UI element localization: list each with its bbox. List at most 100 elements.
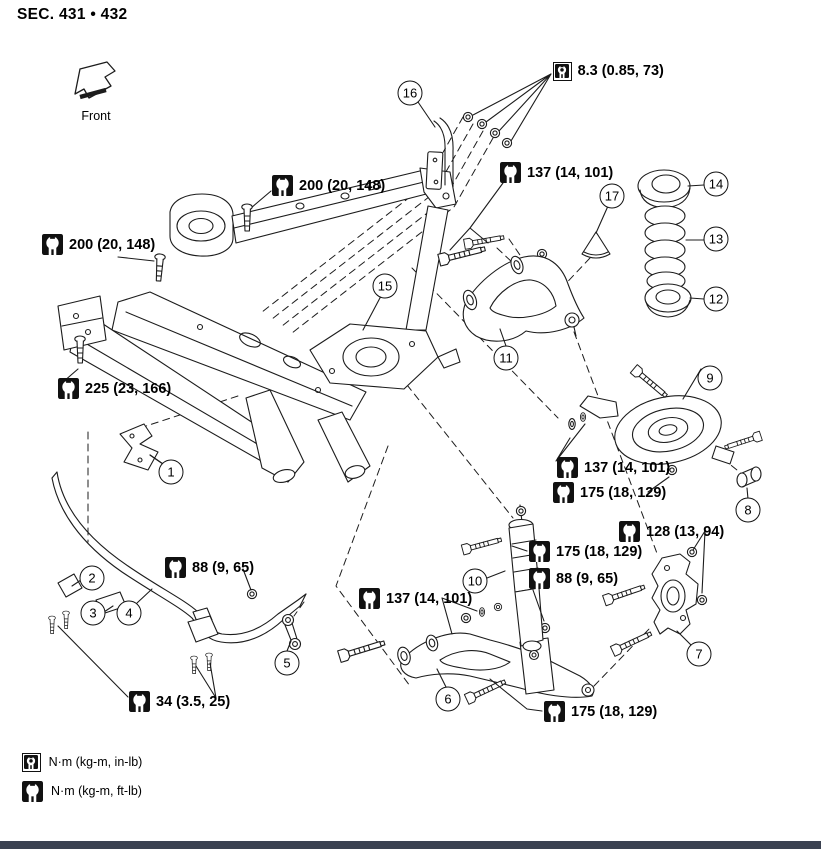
callout-number-text: 15 [377, 278, 393, 294]
rear-knuckle [602, 546, 708, 657]
torque-value: 200 (20, 148) [69, 236, 156, 253]
torque-spec-label: 137 (14, 101) [500, 162, 613, 183]
leader-lines [57, 101, 749, 712]
torque-wrench-icon [553, 62, 572, 81]
callout-number-text: 14 [708, 176, 724, 192]
spring-seat-plate [309, 323, 461, 390]
part-callout-number: 5 [274, 650, 300, 676]
torque-wrench-icon [165, 557, 186, 578]
torque-spec-label: 175 (18, 129) [544, 701, 657, 722]
part-callout-number: 8 [735, 497, 761, 523]
torque-spec-label: 175 (18, 129) [553, 482, 666, 503]
torque-wrench-icon [42, 234, 63, 255]
torque-wrench-icon [359, 588, 380, 609]
legend-row: N·m (kg-m, ft-lb) [22, 780, 142, 802]
torque-wrench-icon [58, 378, 79, 399]
part-callout-number: 11 [493, 345, 519, 371]
torque-value: 225 (23, 166) [85, 380, 172, 397]
upper-control-arm [437, 231, 611, 342]
front-lower-arm [337, 602, 595, 705]
stabilizer-bracket [119, 423, 164, 471]
bump-stop-cone [581, 231, 611, 259]
callout-number-text: 1 [167, 464, 175, 480]
torque-wrench-icon [22, 780, 43, 802]
torque-value: 88 (9, 65) [192, 559, 255, 576]
front-label: Front [81, 109, 111, 123]
part-callout-number: 16 [397, 80, 423, 106]
rear-subframe [57, 167, 461, 484]
brake-line-nuts [462, 73, 552, 149]
callout-number-text: 9 [706, 370, 714, 386]
part-callout-number: 17 [599, 183, 625, 209]
torque-value: 8.3 (0.85, 73) [577, 63, 664, 80]
torque-legend: N·m (kg-m, in-lb) N·m (kg-m, ft-lb) [22, 753, 142, 802]
legend-label: N·m (kg-m, in-lb) [48, 755, 143, 770]
front-arrow-icon [74, 61, 116, 100]
rear-lower-arm [568, 364, 763, 488]
stabilizer-bar [48, 471, 307, 674]
torque-spec-label: 175 (18, 129) [529, 541, 642, 562]
arm-bushing [736, 466, 762, 488]
torque-wrench-icon [272, 175, 293, 196]
torque-spec-label: 88 (9, 65) [165, 557, 254, 578]
callout-number-text: 4 [125, 605, 133, 621]
part-callout-number: 4 [116, 600, 142, 626]
callout-number-text: 6 [444, 691, 452, 707]
part-callout-number: 6 [435, 686, 461, 712]
section-title: SEC. 431 • 432 [17, 6, 128, 23]
torque-spec-label: 137 (14, 101) [359, 588, 472, 609]
torque-value: 137 (14, 101) [386, 590, 473, 607]
part-callout-number: 2 [79, 565, 105, 591]
callout-number-text: 11 [499, 350, 513, 366]
torque-wrench-icon [544, 701, 565, 722]
part-callout-number: 14 [703, 171, 729, 197]
torque-spec-label: 88 (9, 65) [529, 568, 618, 589]
callout-number-text: 3 [89, 605, 97, 621]
callout-number-text: 16 [402, 85, 418, 101]
torque-spec-label: 34 (3.5, 25) [129, 691, 230, 712]
torque-wrench-icon [557, 457, 578, 478]
legend-row: N·m (kg-m, in-lb) [22, 753, 142, 772]
torque-wrench-icon [22, 753, 41, 772]
part-callout-number: 12 [703, 286, 729, 312]
legend-label: N·m (kg-m, ft-lb) [51, 784, 142, 799]
torque-wrench-icon [129, 691, 150, 712]
harness-bracket [425, 117, 454, 190]
torque-value: 88 (9, 65) [556, 570, 619, 587]
torque-value: 200 (20, 148) [299, 177, 386, 194]
torque-value: 34 (3.5, 25) [156, 693, 231, 710]
torque-value: 137 (14, 101) [584, 459, 671, 476]
callout-number-text: 8 [744, 502, 752, 518]
torque-spec-label: 200 (20, 148) [42, 234, 155, 255]
torque-spec-label: 8.3 (0.85, 73) [553, 62, 664, 81]
window-bottom-bar [0, 841, 821, 849]
part-callout-number: 9 [697, 365, 723, 391]
torque-wrench-icon [619, 521, 640, 542]
torque-value: 175 (18, 129) [556, 543, 643, 560]
torque-spec-label: 128 (13, 94) [619, 521, 724, 542]
callout-number-text: 12 [708, 291, 724, 307]
callout-number-text: 13 [708, 231, 724, 247]
torque-value: 137 (14, 101) [527, 164, 614, 181]
torque-value: 128 (13, 94) [646, 523, 725, 540]
torque-wrench-icon [500, 162, 521, 183]
part-callout-number: 1 [158, 459, 184, 485]
callout-number-text: 5 [283, 655, 291, 671]
torque-wrench-icon [529, 568, 550, 589]
part-callout-number: 13 [703, 226, 729, 252]
torque-wrench-icon [529, 541, 550, 562]
callout-number-text: 2 [88, 570, 96, 586]
coil-spring-assembly [637, 169, 705, 318]
callout-number-text: 17 [604, 188, 620, 204]
part-callout-number: 10 [462, 568, 488, 594]
callout-number-text: 10 [467, 573, 483, 589]
torque-wrench-icon [553, 482, 574, 503]
callout-number-text: 7 [695, 646, 703, 662]
part-callout-number: 7 [686, 641, 712, 667]
torque-spec-label: 225 (23, 166) [58, 378, 171, 399]
torque-spec-label: 200 (20, 148) [272, 175, 385, 196]
torque-spec-label: 137 (14, 101) [557, 457, 670, 478]
part-callout-number: 15 [372, 273, 398, 299]
